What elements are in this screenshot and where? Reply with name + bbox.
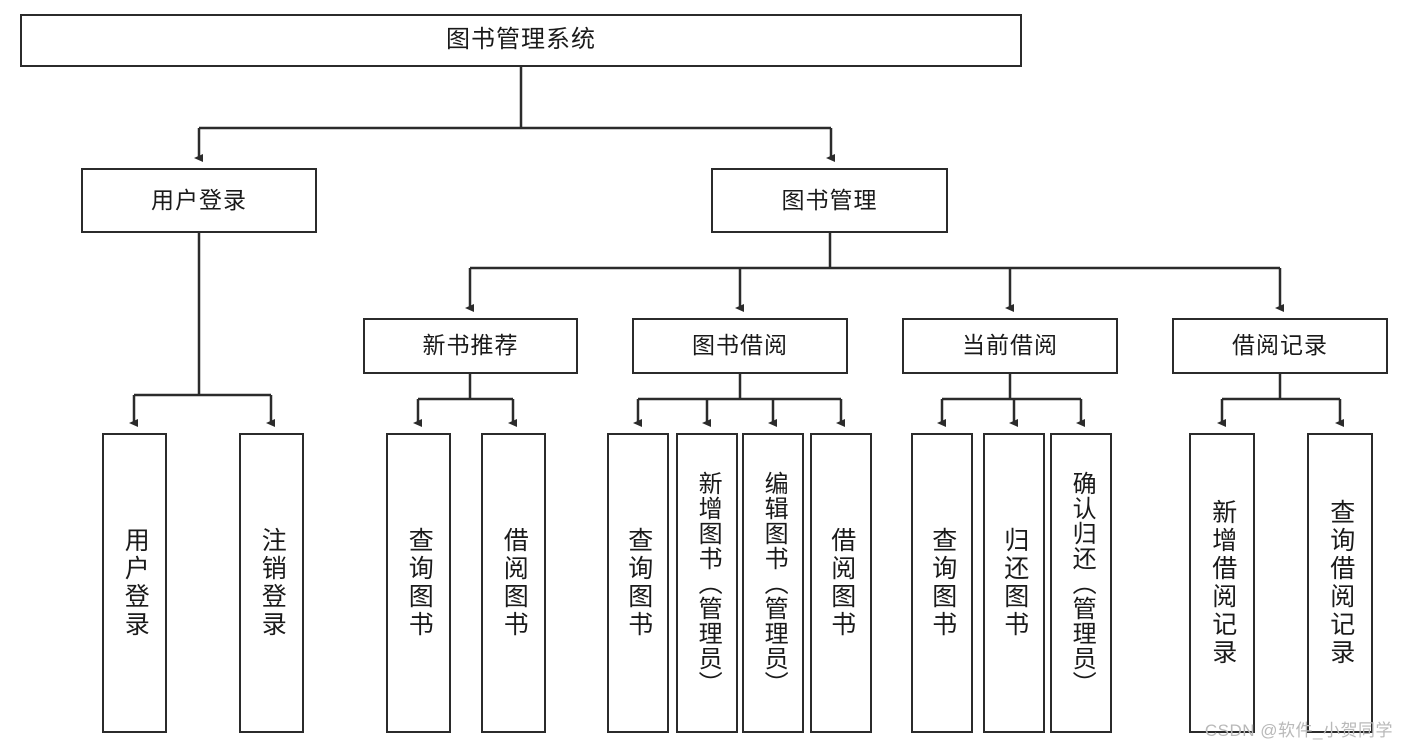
node-leaf-return-book-label: 归还图书 xyxy=(1000,527,1029,639)
node-leaf-edit-book[interactable]: 编辑图书（管理员） xyxy=(742,433,804,733)
node-book-borrow[interactable]: 图书借阅 xyxy=(632,318,848,374)
node-leaf-logout[interactable]: 注销登录 xyxy=(239,433,304,733)
node-leaf-borrow-book-label: 借阅图书 xyxy=(827,527,856,639)
node-leaf-user-login[interactable]: 用户登录 xyxy=(102,433,167,733)
node-leaf-query-book-current[interactable]: 查询图书 xyxy=(911,433,973,733)
node-leaf-add-record[interactable]: 新增借阅记录 xyxy=(1189,433,1255,733)
node-current-borrow-label: 当前借阅 xyxy=(962,332,1058,359)
node-leaf-borrow-book-rec[interactable]: 借阅图书 xyxy=(481,433,546,733)
node-leaf-add-book-label: 新增图书（管理员） xyxy=(694,470,722,696)
node-leaf-query-book-rec-label: 查询图书 xyxy=(405,527,434,639)
watermark: CSDN @软件_小贺同学 xyxy=(1204,721,1393,740)
node-borrow-record[interactable]: 借阅记录 xyxy=(1172,318,1388,374)
node-leaf-add-record-label: 新增借阅记录 xyxy=(1208,499,1237,667)
node-leaf-query-record-label: 查询借阅记录 xyxy=(1326,499,1355,667)
node-leaf-edit-book-label: 编辑图书（管理员） xyxy=(760,470,788,696)
node-root[interactable]: 图书管理系统 xyxy=(20,14,1022,67)
node-leaf-borrow-book[interactable]: 借阅图书 xyxy=(810,433,872,733)
node-borrow-record-label: 借阅记录 xyxy=(1232,332,1328,359)
node-leaf-confirm-return-label: 确认归还（管理员） xyxy=(1068,470,1096,696)
node-leaf-query-book-borrow[interactable]: 查询图书 xyxy=(607,433,669,733)
node-user-login[interactable]: 用户登录 xyxy=(81,168,317,233)
node-leaf-logout-label: 注销登录 xyxy=(258,527,287,639)
node-new-book-rec-label: 新书推荐 xyxy=(422,332,519,359)
node-book-borrow-label: 图书借阅 xyxy=(692,332,788,359)
node-new-book-rec[interactable]: 新书推荐 xyxy=(363,318,578,374)
node-leaf-confirm-return[interactable]: 确认归还（管理员） xyxy=(1050,433,1112,733)
node-leaf-query-record[interactable]: 查询借阅记录 xyxy=(1307,433,1373,733)
node-book-manage-label: 图书管理 xyxy=(781,186,878,213)
node-leaf-query-book-rec[interactable]: 查询图书 xyxy=(386,433,451,733)
node-leaf-query-book-current-label: 查询图书 xyxy=(928,527,957,639)
node-book-manage[interactable]: 图书管理 xyxy=(711,168,948,233)
node-leaf-query-book-borrow-label: 查询图书 xyxy=(624,527,653,639)
node-leaf-user-login-label: 用户登录 xyxy=(121,527,150,639)
node-user-login-label: 用户登录 xyxy=(151,186,247,213)
node-leaf-borrow-book-rec-label: 借阅图书 xyxy=(500,527,529,639)
node-leaf-add-book[interactable]: 新增图书（管理员） xyxy=(676,433,738,733)
node-leaf-return-book[interactable]: 归还图书 xyxy=(983,433,1045,733)
node-current-borrow[interactable]: 当前借阅 xyxy=(902,318,1118,374)
node-root-label: 图书管理系统 xyxy=(446,26,596,54)
